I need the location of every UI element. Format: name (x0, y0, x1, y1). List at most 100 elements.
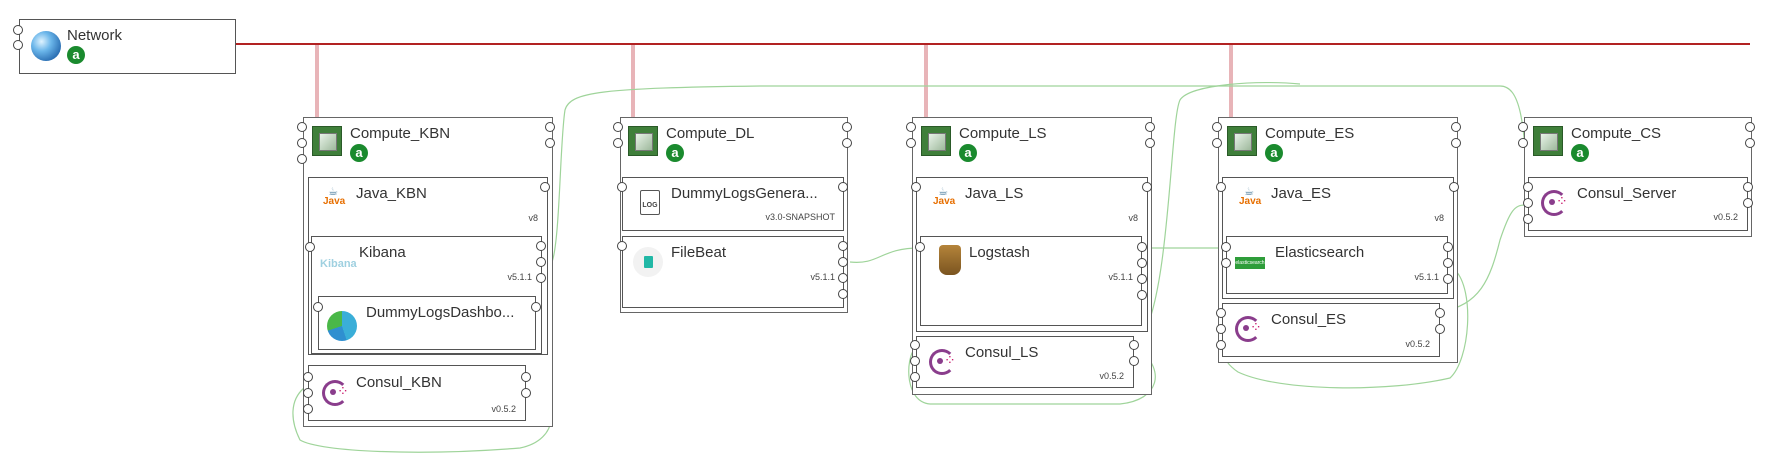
consul-es-port[interactable] (1435, 324, 1445, 334)
elasticsearch-node[interactable]: elasticsearch Elasticsearch v5.1.1 (1226, 236, 1448, 294)
compute-chip-icon (628, 126, 658, 156)
java-ls-title: Java_LS (965, 185, 1024, 202)
dummylogs-dashboard-node[interactable]: DummyLogsDashbo... (318, 296, 536, 350)
compute-kbn-port[interactable] (297, 122, 307, 132)
consul-kbn-port[interactable] (303, 388, 313, 398)
compute-es-port[interactable] (1451, 122, 1461, 132)
consul-ls-port[interactable] (1129, 340, 1139, 350)
java-ls-port[interactable] (1142, 182, 1152, 192)
compute-chip-icon (1227, 126, 1257, 156)
filebeat-port[interactable] (838, 257, 848, 267)
compute-chip-icon (921, 126, 951, 156)
compute-cs-port[interactable] (1518, 122, 1528, 132)
compute-kbn-port[interactable] (545, 138, 555, 148)
filebeat-port[interactable] (617, 241, 627, 251)
consul-es-title: Consul_ES (1271, 311, 1347, 328)
kibana-port[interactable] (536, 241, 546, 251)
consul-icon (322, 380, 349, 406)
consul-ls-port[interactable] (910, 340, 920, 350)
java-es-port[interactable] (1449, 182, 1459, 192)
consul-server-port[interactable] (1743, 198, 1753, 208)
dashboard-port[interactable] (313, 302, 323, 312)
dummylogs-generator-node[interactable]: LOG DummyLogsGenera... v3.0-SNAPSHOT (622, 177, 844, 231)
compute-ls-port[interactable] (1145, 138, 1155, 148)
consul-server-port[interactable] (1523, 214, 1533, 224)
elasticsearch-port[interactable] (1443, 274, 1453, 284)
compute-es-port[interactable] (1451, 138, 1461, 148)
consul-kbn-port[interactable] (303, 372, 313, 382)
consul-ls-port[interactable] (1129, 356, 1139, 366)
logstash-port[interactable] (915, 242, 925, 252)
compute-cs-port[interactable] (1745, 122, 1755, 132)
compute-dl-badge: a (666, 144, 684, 162)
dummylogs-generator-port[interactable] (838, 182, 848, 192)
consul-kbn-port[interactable] (521, 372, 531, 382)
consul-ls-port[interactable] (910, 356, 920, 366)
compute-dl-port[interactable] (613, 122, 623, 132)
dummylogs-generator-port[interactable] (617, 182, 627, 192)
network-port-2[interactable] (13, 40, 23, 50)
filebeat-port[interactable] (838, 289, 848, 299)
java-icon: ☕Java (323, 186, 346, 207)
compute-cs-port[interactable] (1518, 138, 1528, 148)
filebeat-node[interactable]: FileBeat v5.1.1 (622, 236, 844, 308)
consul-es-port[interactable] (1216, 324, 1226, 334)
logstash-node[interactable]: Logstash v5.1.1 (920, 236, 1142, 326)
elasticsearch-port[interactable] (1443, 258, 1453, 268)
compute-kbn-port[interactable] (545, 122, 555, 132)
dummylogs-generator-title: DummyLogsGenera... (671, 185, 818, 202)
compute-dl-port[interactable] (842, 138, 852, 148)
consul-kbn-port[interactable] (303, 404, 313, 414)
compute-es-title: Compute_ES (1265, 125, 1355, 142)
java-icon: ☕Java (1239, 186, 1262, 207)
consul-server-title: Consul_Server (1577, 185, 1677, 202)
compute-es-port[interactable] (1212, 122, 1222, 132)
logstash-port[interactable] (1137, 274, 1147, 284)
kibana-port[interactable] (536, 273, 546, 283)
compute-dl-port[interactable] (842, 122, 852, 132)
elasticsearch-port[interactable] (1443, 242, 1453, 252)
consul-es-port[interactable] (1435, 308, 1445, 318)
compute-dl-port[interactable] (613, 138, 623, 148)
compute-es-port[interactable] (1212, 138, 1222, 148)
network-port-1[interactable] (13, 25, 23, 35)
consul-es-node[interactable]: Consul_ES v0.5.2 (1222, 303, 1440, 357)
java-es-version: v8 (1434, 213, 1444, 223)
consul-server-version: v0.5.2 (1713, 212, 1738, 222)
consul-server-node[interactable]: Consul_Server v0.5.2 (1528, 177, 1748, 231)
dashboard-port[interactable] (531, 302, 541, 312)
consul-ls-node[interactable]: Consul_LS v0.5.2 (916, 336, 1134, 388)
consul-server-port[interactable] (1743, 182, 1753, 192)
kibana-port[interactable] (536, 257, 546, 267)
elasticsearch-icon: elasticsearch (1235, 257, 1265, 269)
consul-icon (1541, 190, 1568, 216)
filebeat-port[interactable] (838, 273, 848, 283)
consul-kbn-node[interactable]: Consul_KBN v0.5.2 (308, 365, 526, 421)
logstash-port[interactable] (1137, 242, 1147, 252)
compute-cs-port[interactable] (1745, 138, 1755, 148)
elasticsearch-port[interactable] (1221, 258, 1231, 268)
elasticsearch-port[interactable] (1221, 242, 1231, 252)
filebeat-port[interactable] (838, 241, 848, 251)
dummylogs-generator-version: v3.0-SNAPSHOT (765, 212, 835, 222)
compute-ls-port[interactable] (1145, 122, 1155, 132)
consul-server-port[interactable] (1523, 182, 1533, 192)
compute-ls-port[interactable] (906, 122, 916, 132)
filebeat-version: v5.1.1 (810, 272, 835, 282)
consul-kbn-port[interactable] (521, 388, 531, 398)
consul-server-port[interactable] (1523, 198, 1533, 208)
consul-es-port[interactable] (1216, 340, 1226, 350)
java-es-port[interactable] (1216, 182, 1226, 192)
logstash-port[interactable] (1137, 258, 1147, 268)
network-node[interactable]: Network a (19, 19, 236, 74)
java-kbn-port[interactable] (540, 182, 550, 192)
compute-ls-port[interactable] (906, 138, 916, 148)
java-ls-port[interactable] (911, 182, 921, 192)
consul-ls-port[interactable] (910, 372, 920, 382)
consul-es-version: v0.5.2 (1405, 339, 1430, 349)
compute-kbn-port[interactable] (297, 154, 307, 164)
compute-kbn-port[interactable] (297, 138, 307, 148)
consul-es-port[interactable] (1216, 308, 1226, 318)
logstash-port[interactable] (1137, 290, 1147, 300)
kibana-port[interactable] (305, 242, 315, 252)
